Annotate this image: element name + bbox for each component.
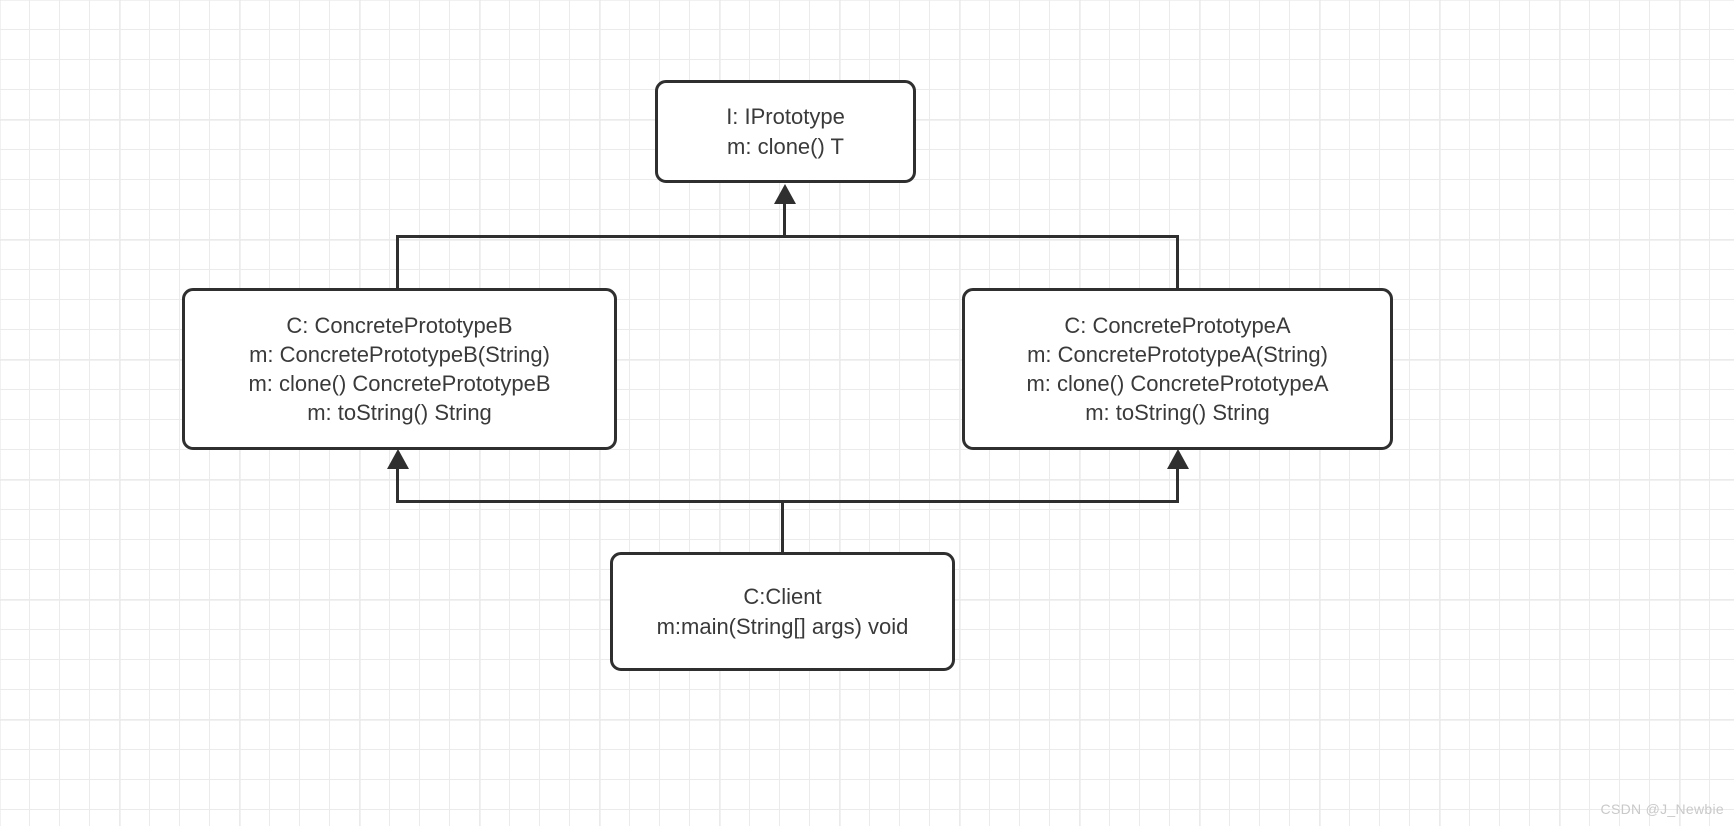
edge-riser-to-proto-a	[1176, 468, 1179, 502]
concrete-b-line-1: m: ConcretePrototypeB(String)	[249, 341, 550, 367]
concrete-a-line-1: m: ConcretePrototypeA(String)	[1027, 341, 1328, 367]
client-line-0: C:Client	[743, 584, 822, 610]
class-box-iprototype[interactable]: I: IPrototype m: clone() T	[655, 80, 916, 183]
edge-drop-to-proto-a	[1176, 235, 1179, 290]
concrete-a-line-0: C: ConcretePrototypeA	[1064, 312, 1291, 338]
edge-drop-to-proto-b	[396, 235, 399, 290]
iprototype-line-1: m: clone() T	[727, 133, 844, 159]
class-box-concrete-prototype-b[interactable]: C: ConcretePrototypeB m: ConcretePrototy…	[182, 288, 617, 450]
watermark-label: CSDN @J_Newbie	[1600, 801, 1724, 817]
concrete-b-line-3: m: toString() String	[307, 400, 492, 426]
arrowhead-to-proto-a	[1167, 449, 1189, 469]
edge-bus-top	[396, 235, 1179, 238]
iprototype-line-0: I: IPrototype	[726, 104, 845, 130]
arrowhead-to-iprototype	[774, 184, 796, 204]
concrete-a-line-2: m: clone() ConcretePrototypeA	[1026, 371, 1329, 396]
concrete-b-line-2: m: clone() ConcretePrototypeB	[248, 371, 551, 396]
edge-client-stub	[781, 500, 784, 554]
concrete-b-line-0: C: ConcretePrototypeB	[286, 312, 513, 338]
client-line-1: m:main(String[] args) void	[656, 613, 909, 639]
concrete-a-line-3: m: toString() String	[1085, 400, 1270, 426]
arrowhead-to-proto-b	[387, 449, 409, 469]
class-box-concrete-prototype-a[interactable]: C: ConcretePrototypeA m: ConcretePrototy…	[962, 288, 1393, 450]
edge-riser-to-proto-b	[396, 468, 399, 502]
edge-bus-bottom	[396, 500, 1179, 503]
edge-iprototype-stub	[783, 203, 786, 236]
class-box-client[interactable]: C:Client m:main(String[] args) void	[610, 552, 955, 671]
